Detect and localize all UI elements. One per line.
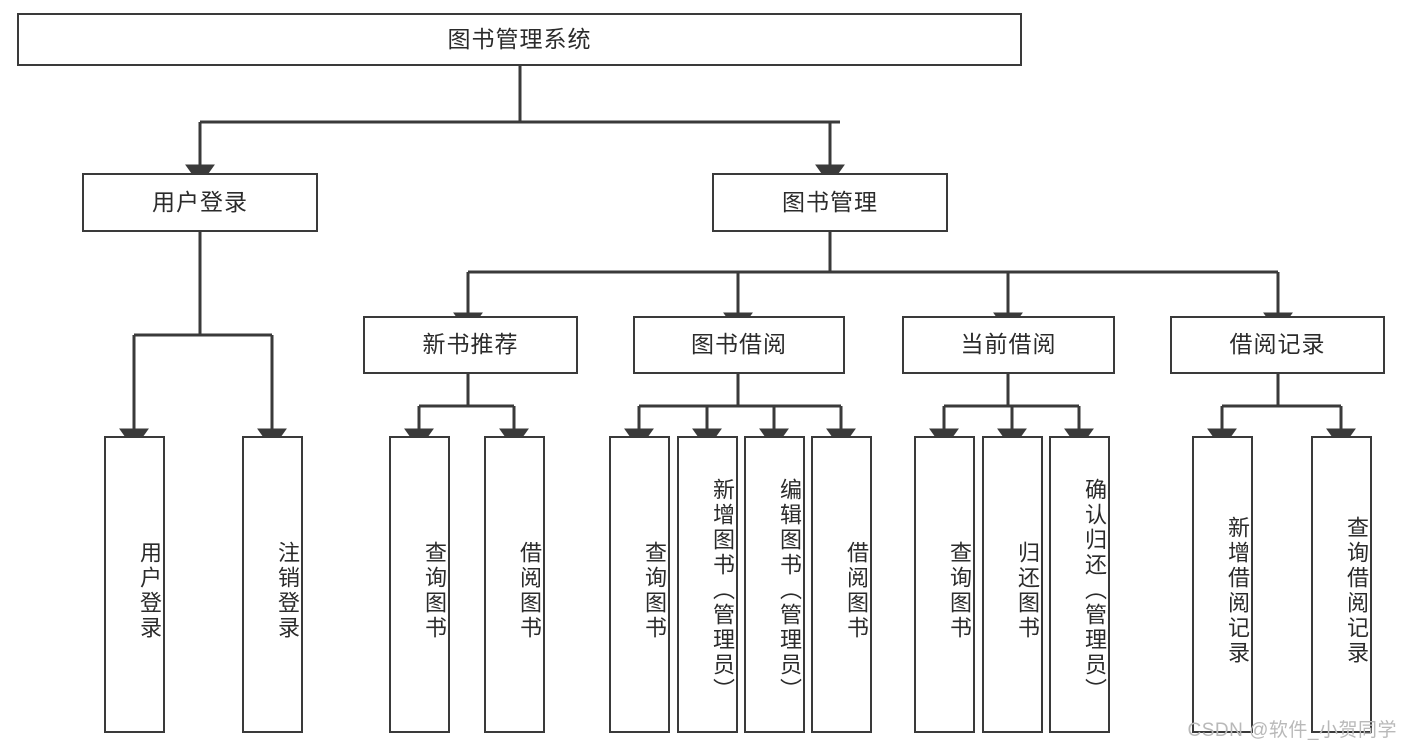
node-label: 新增图书（管理员）: [710, 478, 735, 703]
leaf-current-return-book[interactable]: 归还图书: [982, 436, 1043, 733]
leaf-current-query-book[interactable]: 查询图书: [914, 436, 975, 733]
node-label: 当前借阅: [960, 331, 1057, 358]
node-book-borrow[interactable]: 图书借阅: [633, 316, 845, 374]
leaf-borrow-query-book[interactable]: 查询图书: [609, 436, 670, 733]
node-label: 借阅图书: [844, 540, 869, 641]
node-label: 注销登录: [275, 540, 300, 641]
leaf-borrow-borrow-book[interactable]: 借阅图书: [811, 436, 872, 733]
node-label: 查询图书: [947, 540, 972, 641]
leaf-borrow-edit-book-admin[interactable]: 编辑图书（管理员）: [744, 436, 805, 733]
node-label: 图书管理: [782, 188, 878, 215]
node-label: 查询借阅记录: [1344, 515, 1369, 666]
leaf-record-query-record[interactable]: 查询借阅记录: [1311, 436, 1372, 733]
node-label: 借阅图书: [517, 540, 542, 641]
node-label: 新增借阅记录: [1225, 515, 1250, 666]
leaf-recommend-query-book[interactable]: 查询图书: [389, 436, 450, 733]
leaf-user-login-signin[interactable]: 用户登录: [104, 436, 165, 733]
leaf-recommend-borrow-book[interactable]: 借阅图书: [484, 436, 545, 733]
node-label: 确认归还（管理员）: [1082, 478, 1107, 703]
node-label: 归还图书: [1015, 540, 1040, 641]
leaf-record-add-record[interactable]: 新增借阅记录: [1192, 436, 1253, 733]
node-label: 查询图书: [642, 540, 667, 641]
node-label: 图书借阅: [691, 331, 787, 358]
node-label: 图书管理系统: [447, 25, 592, 52]
leaf-borrow-add-book-admin[interactable]: 新增图书（管理员）: [677, 436, 738, 733]
node-label: 查询图书: [422, 540, 447, 641]
node-label: 用户登录: [152, 188, 248, 215]
node-book-management[interactable]: 图书管理: [712, 173, 948, 232]
node-label: 借阅记录: [1229, 331, 1326, 358]
node-label: 用户登录: [137, 540, 162, 641]
node-new-book-recommend[interactable]: 新书推荐: [363, 316, 578, 374]
node-label: 编辑图书（管理员）: [777, 478, 802, 703]
leaf-user-login-signout[interactable]: 注销登录: [242, 436, 303, 733]
node-user-login[interactable]: 用户登录: [82, 173, 318, 232]
node-current-borrow[interactable]: 当前借阅: [902, 316, 1115, 374]
csdn-watermark: CSDN @软件_小贺同学: [1187, 720, 1397, 741]
node-root-system[interactable]: 图书管理系统: [17, 13, 1022, 66]
node-borrow-record[interactable]: 借阅记录: [1170, 316, 1385, 374]
leaf-current-confirm-return-admin[interactable]: 确认归还（管理员）: [1049, 436, 1110, 733]
node-label: 新书推荐: [422, 331, 519, 358]
